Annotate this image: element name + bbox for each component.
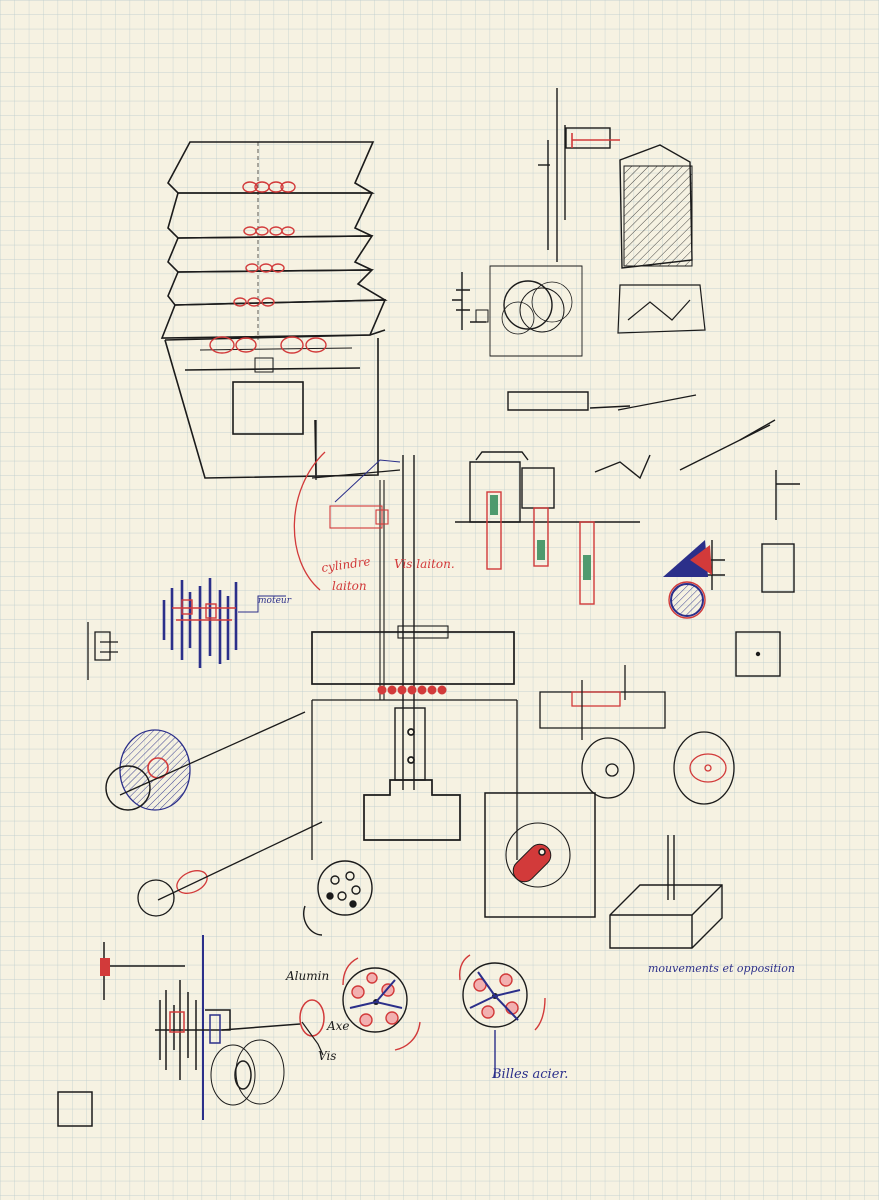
label-cylindre: cylindre [320,554,371,575]
red-arc-cylinder [293,451,326,591]
right-ovals [539,665,735,805]
axe-leader [301,1021,324,1056]
red-green-columns [486,491,595,605]
blue-leader-line [334,459,401,503]
label-aluminium: Alumin [285,969,329,983]
label-mouvements: mouvements et opposition [648,962,795,975]
left-red-links [172,599,236,621]
balls-disc-small [303,860,373,936]
box-with-pin [609,835,723,949]
blue-red-wedge [663,540,712,619]
square-with-capsule [484,792,596,918]
red-ball-row [377,685,447,695]
label-vis: Vis [318,1049,336,1063]
moteur-leader [238,595,286,613]
label-axe: Axe [326,1019,350,1033]
small-left-bracket [87,622,118,680]
folded-stack-sketch [160,141,388,479]
red-pin-top [571,133,620,148]
rotor-disc-right [458,954,546,1078]
rotor-disc-left [342,957,421,1051]
label-moteur: moteur [258,596,292,606]
central-assembly [311,420,518,860]
small-square [57,1091,93,1127]
label-billes: Billes acier. [491,1067,568,1082]
blue-hatched-disc [105,711,306,811]
top-right-sketches [452,88,706,411]
lower-left-disc [137,821,323,917]
label-laiton: laiton [332,579,367,593]
bottom-left-mechanism [100,935,301,1120]
red-coil-rows [209,181,327,354]
label-vis-laiton: Vis laiton. [394,557,455,571]
